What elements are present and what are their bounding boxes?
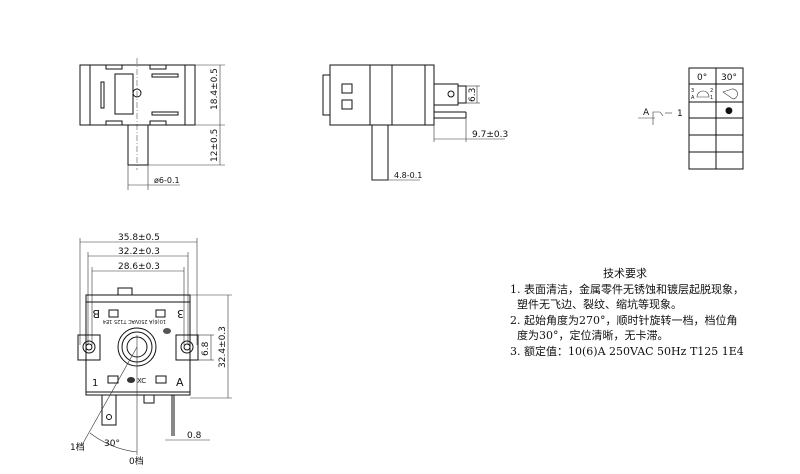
contact-dot: ● — [725, 106, 733, 116]
pin-a: A — [691, 95, 695, 101]
dim-inner: 28.6±0.3 — [118, 262, 160, 272]
symbol-label-a: A — [643, 108, 650, 118]
label-pos-1: 1档 — [70, 441, 85, 453]
dim-top-shaft: 12±0.5 — [210, 129, 220, 162]
switch-symbol: A 1 — [638, 108, 683, 125]
marking-text: 10(6)A 250VAC T125 1E4 — [103, 318, 166, 324]
front-view: 35.8±0.5 32.2±0.3 28.6±0.3 32.4±0.3 6.8 … — [70, 233, 232, 467]
note-line: 1. 表面清洁，金属零件无锈蚀和镀层起脱现象， — [510, 282, 744, 296]
mark-xc: XC — [137, 377, 146, 385]
label-pos-0: 0档 — [129, 455, 144, 467]
dim-front-height: 32.4±0.3 — [218, 326, 228, 368]
dim-pin: 0.8 — [187, 431, 202, 441]
dim-top-diameter: ø6-0.1 — [154, 176, 180, 185]
table-header-0: 0° — [697, 73, 707, 83]
table-header-30: 30° — [721, 73, 737, 83]
pin-1: 1 — [710, 95, 713, 101]
terminal-1: 1 — [92, 378, 98, 389]
technical-requirements: 技术要求 1. 表面清洁，金属零件无锈蚀和镀层起脱现象， 塑件无飞边、裂纹、缩坑… — [510, 266, 744, 359]
dim-mid: 32.2±0.3 — [118, 247, 160, 257]
dim-outer: 35.8±0.5 — [118, 233, 160, 243]
dim-side-shaft: 4.8-0.1 — [394, 171, 422, 180]
terminal-b: B — [92, 307, 100, 320]
dim-angle: 30° — [104, 439, 120, 449]
pin-2: 2 — [710, 88, 713, 94]
symbol-label-1: 1 — [677, 109, 683, 119]
dim-side-terminal: 6.3 — [468, 88, 478, 102]
pin-3: 3 — [691, 88, 694, 94]
terminal-3: 3 — [177, 307, 184, 320]
note-line: 3. 额定值：10(6)A 250VAC 50Hz T125 1E4 — [510, 344, 744, 358]
notes-title: 技术要求 — [603, 267, 647, 280]
top-view: 18.4±0.5 12±0.5 ø6-0.1 — [79, 58, 225, 190]
side-view: 9.7±0.3 6.3 4.8-0.1 — [322, 64, 508, 181]
dim-side-offset: 9.7±0.3 — [472, 130, 508, 140]
switch-position-table: 0° 30° 3 A 2 1 ● — [688, 67, 744, 170]
note-line: 塑件无飞边、裂纹、缩坑等现象。 — [510, 298, 682, 311]
dim-top-height: 18.4±0.5 — [210, 68, 220, 110]
terminal-a: A — [176, 376, 184, 389]
dim-ear: 6.8 — [201, 341, 211, 356]
note-line: 2. 起始角度为270°，顺时针旋转一档，档位角 — [510, 313, 738, 327]
note-line: 度为30°，定位清晰，无卡滞。 — [510, 329, 669, 342]
